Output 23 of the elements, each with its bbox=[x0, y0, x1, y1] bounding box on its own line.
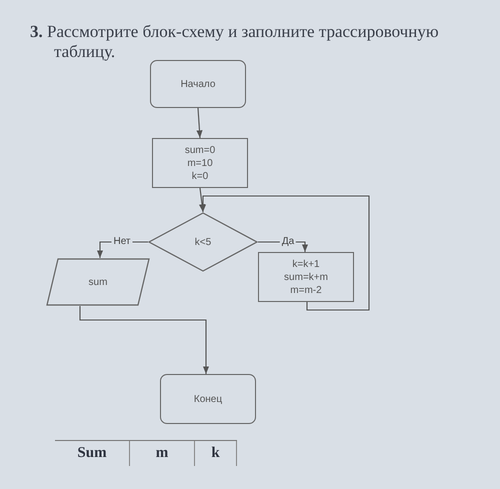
task-heading: 3. Рассмотрите блок-схему и заполните трассировочную таблицу. bbox=[30, 22, 440, 62]
node-text: k=k+1 sum=k+m m=m-2 bbox=[284, 258, 328, 296]
process-box bbox=[258, 252, 354, 302]
input-output-parallelogram bbox=[46, 258, 150, 306]
decision-diamond bbox=[148, 212, 258, 272]
node-text: Начало bbox=[180, 78, 216, 90]
node-text: sum=0 m=10 k=0 bbox=[184, 144, 216, 182]
node-text: sum bbox=[88, 276, 108, 288]
arrow bbox=[258, 241, 308, 252]
process-box bbox=[152, 138, 248, 188]
terminator-box bbox=[160, 374, 256, 424]
node-text: k<5 bbox=[194, 236, 212, 248]
arrow bbox=[79, 306, 210, 374]
table-header-cell: m bbox=[130, 441, 195, 466]
node-text: Конец bbox=[194, 392, 222, 406]
arrow bbox=[96, 241, 148, 258]
terminator-box bbox=[150, 60, 246, 108]
edge-label: Да bbox=[280, 236, 296, 248]
table-header-cell: Sum bbox=[55, 441, 130, 466]
arrow bbox=[196, 108, 203, 138]
arrow bbox=[200, 195, 370, 311]
table-header-cell: k bbox=[195, 441, 237, 466]
arrow bbox=[199, 188, 206, 212]
